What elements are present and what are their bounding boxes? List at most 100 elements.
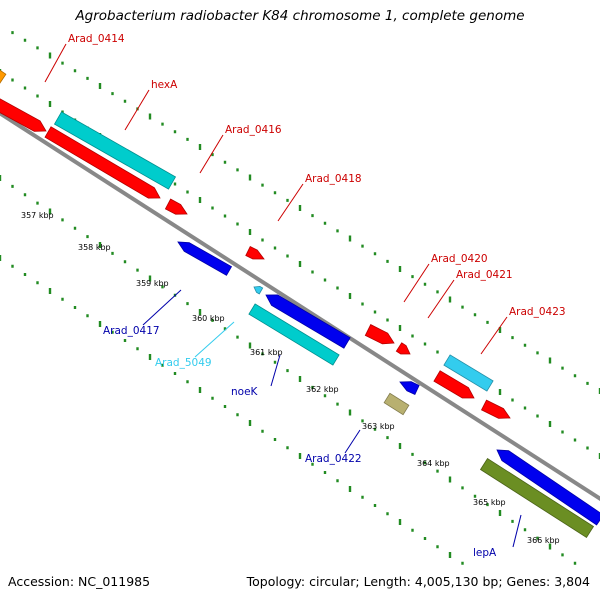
guide-dot: [498, 389, 502, 395]
guide-dot: [486, 320, 489, 324]
guide-dot: [23, 193, 27, 197]
guide-dot: [223, 160, 227, 164]
gene-label-leader: [270, 354, 281, 387]
guide-dot: [186, 137, 189, 141]
guide-dot: [373, 310, 377, 314]
feature-arad-0421[interactable]: [395, 342, 411, 355]
tick-label: 363 kbp: [362, 422, 395, 431]
guide-dot: [473, 494, 477, 498]
guide-dot: [136, 347, 139, 351]
gene-label-leader: [44, 43, 67, 83]
guide-dot: [311, 385, 314, 389]
guide-dot: [211, 396, 214, 400]
map-title: Agrobacterium radiobacter K84 chromosome…: [75, 8, 525, 24]
guide-dot: [73, 306, 77, 309]
feature-arad-0423b[interactable]: [480, 399, 511, 419]
feature-arad-0422-blue[interactable]: [399, 381, 420, 396]
gene-label-arad-0421[interactable]: Arad_0421: [427, 269, 513, 319]
guide-dot: [0, 175, 2, 181]
tick-label: 362 kbp: [306, 385, 339, 394]
guide-dot: [411, 528, 414, 532]
guide-dot: [361, 495, 364, 499]
guide-dot: [423, 537, 427, 540]
guide-dot: [548, 421, 552, 427]
guide-dot: [461, 305, 464, 309]
guide-dot: [198, 197, 202, 203]
tick-label: 361 kbp: [250, 348, 283, 357]
guide-dot: [598, 453, 600, 459]
gene-label-arad-0422[interactable]: Arad_0422: [305, 429, 362, 465]
guide-dot: [123, 339, 127, 342]
guide-dot: [473, 313, 477, 317]
feature-hexa-overlap[interactable]: [53, 111, 177, 190]
guide-dot: [348, 235, 352, 242]
guide-dot: [586, 446, 589, 450]
feature-noek[interactable]: [248, 303, 340, 366]
guide-dot: [523, 528, 527, 532]
guide-dot: [273, 246, 277, 250]
gene-label-arad-5049[interactable]: Arad_5049: [155, 321, 235, 369]
guide-dot: [48, 288, 52, 294]
feature-lepa-blue[interactable]: [496, 449, 600, 526]
tick-label: 359 kbp: [136, 279, 169, 288]
feature-hexa[interactable]: [44, 126, 161, 199]
guide-dot: [523, 343, 527, 347]
gene-label-arad-0417[interactable]: Arad_0417: [103, 289, 182, 337]
gene-label-leader: [403, 263, 430, 303]
feature-noek-blue[interactable]: [265, 294, 351, 349]
gene-label-noek[interactable]: noeK: [231, 354, 281, 398]
gene-label-text: Arad_0418: [305, 173, 362, 185]
feature-arad-0422[interactable]: [383, 392, 410, 416]
guide-dot: [111, 251, 114, 255]
feature-arad-0418[interactable]: [245, 245, 265, 260]
gene-label-arad-0414[interactable]: Arad_0414: [44, 33, 125, 83]
gene-label-text: Arad_0420: [431, 253, 488, 265]
guide-dot: [311, 462, 314, 466]
guide-dot: [423, 342, 427, 346]
gene-label-lepa[interactable]: lepA: [473, 514, 522, 559]
gene-label-arad-0420[interactable]: Arad_0420: [403, 253, 488, 303]
guide-dot: [298, 205, 302, 211]
feature-arad-0423[interactable]: [433, 370, 475, 399]
tick-label: 360 kbp: [192, 314, 225, 323]
feature-arad-0416[interactable]: [164, 198, 188, 215]
guide-dot: [398, 325, 402, 331]
guide-dot: [223, 405, 227, 408]
gene-label-text: noeK: [231, 386, 259, 398]
tick-label: 358 kbp: [78, 243, 111, 252]
gene-label-hexa[interactable]: hexA: [124, 79, 178, 131]
guide-dot: [373, 427, 377, 431]
guide-dot: [236, 335, 239, 339]
guide-dot: [198, 144, 202, 150]
guide-dot: [386, 512, 389, 516]
guide-dot: [261, 238, 264, 242]
tick-label: 357 kbp: [21, 211, 54, 220]
guide-dot: [161, 363, 164, 367]
guide-dot: [323, 278, 327, 282]
gene-label-text: Arad_0422: [305, 453, 362, 465]
feature-orange-partial[interactable]: [0, 66, 7, 86]
feature-arad-0414[interactable]: [0, 98, 47, 132]
guide-dot: [273, 438, 277, 441]
gene-label-leader: [194, 321, 235, 358]
guide-dot: [48, 101, 52, 107]
guide-dot: [161, 285, 164, 289]
guide-dot: [186, 380, 189, 384]
guide-dot: [148, 113, 152, 120]
feature-lepa[interactable]: [479, 457, 595, 539]
guide-dot: [298, 376, 302, 382]
gene-label-arad-0416[interactable]: Arad_0416: [199, 124, 282, 174]
guide-dot: [111, 330, 114, 334]
gene-label-arad-0423[interactable]: Arad_0423: [480, 306, 566, 355]
guide-dot: [536, 536, 539, 540]
guide-dot: [148, 275, 152, 282]
feature-arad-0423-cyan[interactable]: [443, 354, 494, 392]
feature-arad-5049[interactable]: [253, 285, 264, 295]
gene-label-arad-0418[interactable]: Arad_0418: [277, 173, 362, 222]
guide-dot: [523, 406, 527, 410]
guide-dot: [73, 226, 77, 230]
guide-dot: [186, 302, 189, 306]
feature-arad-0417[interactable]: [177, 241, 233, 276]
feature-arad-0420[interactable]: [364, 324, 395, 345]
